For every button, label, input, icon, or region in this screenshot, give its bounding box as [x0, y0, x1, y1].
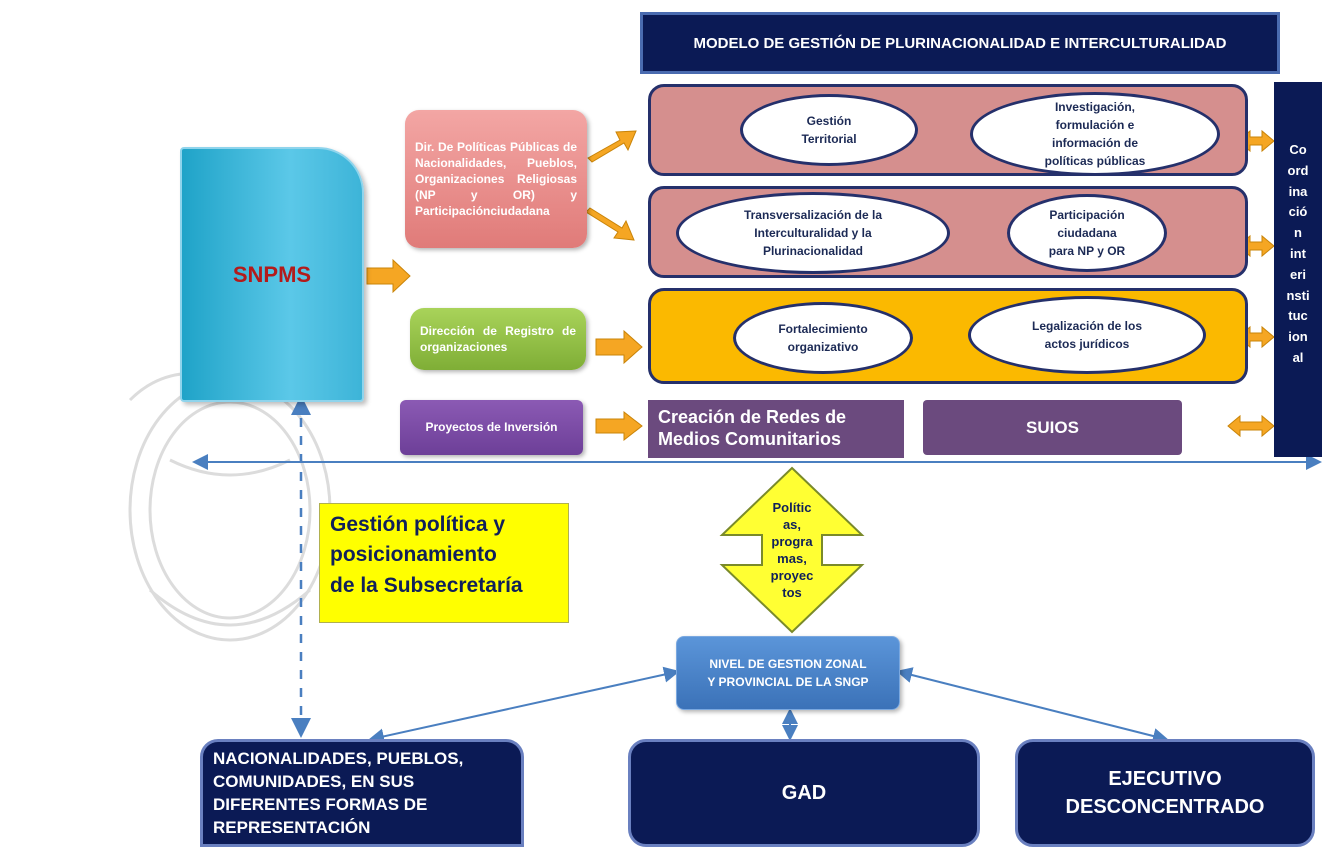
ellipse-participacion-label: Participación ciudadana para NP y OR	[1048, 208, 1126, 258]
snpms-label: SNPMS	[232, 261, 312, 287]
ellipse-transversalizacion-label: Transversalización de la Interculturalid…	[743, 208, 883, 258]
ellipse-fortalecimiento: Fortalecimiento organizativo	[733, 302, 913, 374]
nivel-gestion-box: NIVEL DE GESTION ZONAL Y PROVINCIAL DE L…	[676, 636, 900, 710]
policy-arrow-label: Polític as, progra mas, proyec tos	[770, 500, 814, 600]
ellipse-legalizacion-label: Legalización de los actos jurídicos	[1031, 319, 1143, 351]
dir-registro-box: Dirección de Registro de organizaciones	[410, 308, 586, 370]
ellipse-participacion: Participación ciudadana para NP y OR	[1007, 194, 1167, 272]
politicas-arrow-up	[587, 130, 637, 163]
nacionalidades-label: NACIONALIDADES, PUEBLOS, COMUNIDADES, EN…	[213, 749, 464, 837]
nacionalidades-box: NACIONALIDADES, PUEBLOS, COMUNIDADES, EN…	[200, 739, 524, 847]
registro-arrow	[595, 329, 643, 365]
ellipse-legalizacion: Legalización de los actos jurídicos	[968, 296, 1206, 374]
ellipse-transversalizacion: Transversalización de la Interculturalid…	[676, 192, 950, 274]
redes-medios-label: Creación de Redes de Medios Comunitarios	[658, 407, 847, 449]
gad-box: GAD	[628, 739, 980, 847]
ejecutivo-box: EJECUTIVO DESCONCENTRADO	[1015, 739, 1315, 847]
snpms-arrow	[366, 258, 411, 294]
suios-label: SUIOS	[1026, 417, 1079, 437]
dir-politicas-box: Dir. De Políticas Públicas de Nacionalid…	[405, 110, 587, 248]
suios-box: SUIOS	[923, 400, 1182, 455]
nivel-to-nacionalidades-arrow	[368, 666, 680, 745]
policy-double-arrow	[719, 466, 865, 634]
nivel-gestion-label: NIVEL DE GESTION ZONAL Y PROVINCIAL DE L…	[707, 657, 869, 689]
gad-label: GAD	[781, 781, 827, 804]
proyectos-box: Proyectos de Inversión	[400, 400, 583, 455]
politicas-arrow-down	[585, 207, 635, 241]
proyectos-arrow	[595, 410, 643, 442]
ellipse-fortalecimiento-label: Fortalecimiento organizativo	[778, 322, 868, 354]
redes-medios-box: Creación de Redes de Medios Comunitarios	[648, 400, 904, 458]
ellipse-investigacion-label: Investigación, formulación e información…	[1044, 100, 1146, 168]
nivel-to-ejecutivo-arrow	[896, 667, 1169, 744]
dir-politicas-label: Dir. De Políticas Públicas de Nacionalid…	[415, 139, 577, 219]
proyectos-label: Proyectos de Inversión	[425, 420, 558, 435]
snpms-box: SNPMS	[180, 147, 364, 402]
ellipse-investigacion: Investigación, formulación e información…	[970, 92, 1220, 176]
ellipse-gestion-territorial-label: Gestión Territorial	[801, 114, 857, 146]
ellipse-gestion-territorial: Gestión Territorial	[740, 94, 918, 166]
dir-registro-label: Dirección de Registro de organizaciones	[420, 323, 576, 354]
suios-double-arrow	[1227, 414, 1275, 438]
diagram-title: MODELO DE GESTIÓN DE PLURINACIONALIDAD E…	[640, 12, 1280, 74]
ejecutivo-label: EJECUTIVO DESCONCENTRADO	[1065, 768, 1265, 818]
gestion-politica-label: Gestión política y posicionamiento de la…	[330, 513, 523, 597]
coordinacion-interinstitucional-box: Co ord ina ció n int eri nsti tuc ion al	[1274, 82, 1322, 457]
gestion-politica-box: Gestión política y posicionamiento de la…	[319, 503, 569, 623]
